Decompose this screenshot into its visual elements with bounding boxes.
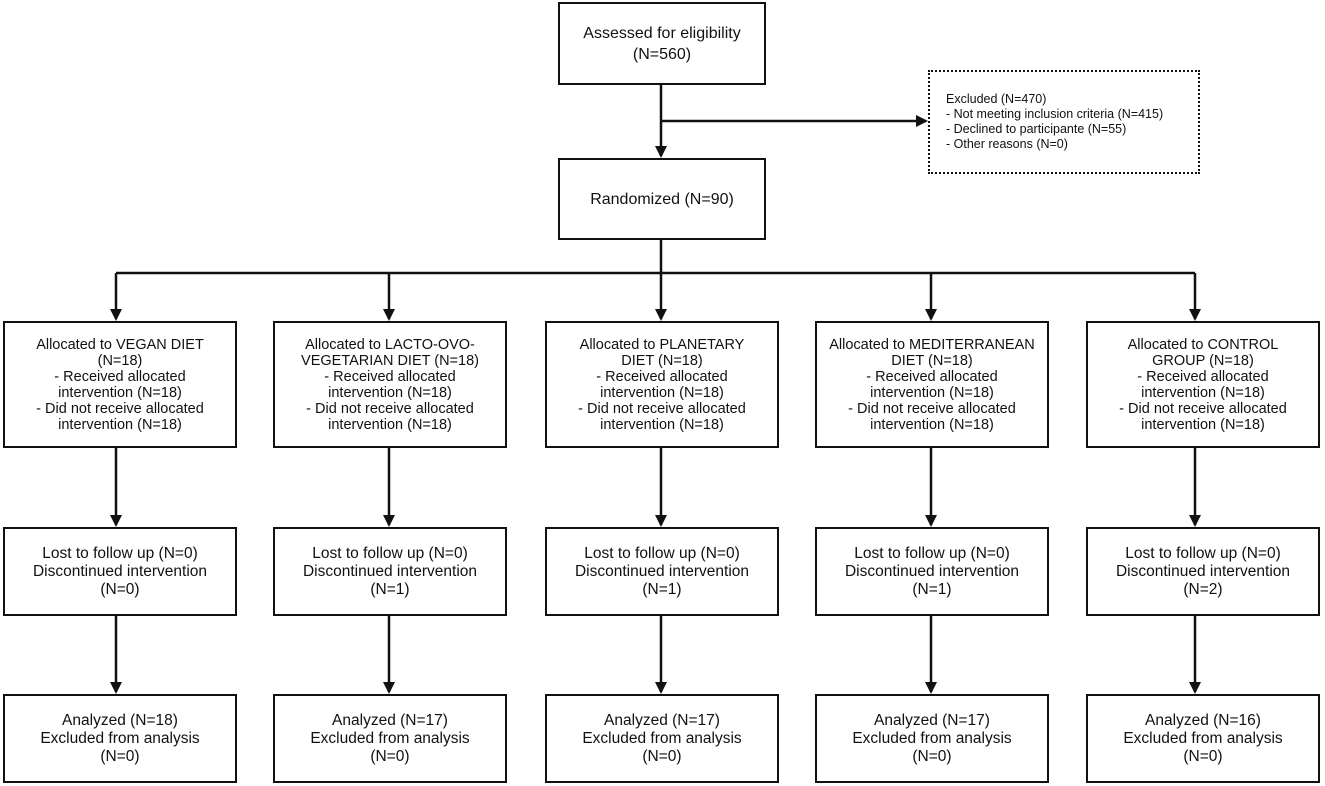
allocation-line: Allocated to MEDITERRANEAN <box>829 336 1035 353</box>
followup-discontinued-count: (N=1) <box>642 580 682 598</box>
allocation-line: - Received allocated <box>54 368 186 385</box>
followup-discontinued-count: (N=1) <box>370 580 410 598</box>
analysis-excluded: Excluded from analysis <box>1123 729 1283 747</box>
allocation-line: GROUP (N=18) <box>1152 352 1254 369</box>
allocation-box-lacto-ovo-vegetarian: Allocated to LACTO-OVO- VEGETARIAN DIET … <box>273 321 507 448</box>
analysis-box-vegan: Analyzed (N=18) Excluded from analysis (… <box>3 694 237 783</box>
allocation-line: intervention (N=18) <box>600 416 724 433</box>
analysis-box-control: Analyzed (N=16) Excluded from analysis (… <box>1086 694 1320 783</box>
allocation-line: - Received allocated <box>1137 368 1269 385</box>
eligibility-count: (N=560) <box>632 45 692 63</box>
followup-lost: Lost to follow up (N=0) <box>584 544 740 562</box>
allocation-line: - Did not receive allocated <box>36 400 204 417</box>
followup-box-planetary: Lost to follow up (N=0) Discontinued int… <box>545 527 779 616</box>
followup-discontinued: Discontinued intervention <box>1115 562 1291 580</box>
analysis-excluded-count: (N=0) <box>1183 747 1223 765</box>
allocation-line: DIET (N=18) <box>621 352 703 369</box>
analysis-excluded: Excluded from analysis <box>310 729 470 747</box>
followup-box-mediterranean: Lost to follow up (N=0) Discontinued int… <box>815 527 1049 616</box>
analysis-excluded-count: (N=0) <box>100 747 140 765</box>
allocation-line: intervention (N=18) <box>58 384 182 401</box>
allocation-line: intervention (N=18) <box>328 416 452 433</box>
allocation-line: - Did not receive allocated <box>578 400 746 417</box>
excluded-reason-other: - Other reasons (N=0) <box>946 137 1068 151</box>
randomized-label: Randomized (N=90) <box>590 190 734 208</box>
allocation-line: intervention (N=18) <box>1141 416 1265 433</box>
allocation-line: intervention (N=18) <box>600 384 724 401</box>
followup-box-control: Lost to follow up (N=0) Discontinued int… <box>1086 527 1320 616</box>
allocation-line: intervention (N=18) <box>870 416 994 433</box>
analysis-box-lacto-ovo-vegetarian: Analyzed (N=17) Excluded from analysis (… <box>273 694 507 783</box>
excluded-total: Excluded (N=470) <box>946 92 1047 106</box>
analysis-box-mediterranean: Analyzed (N=17) Excluded from analysis (… <box>815 694 1049 783</box>
followup-box-lacto-ovo-vegetarian: Lost to follow up (N=0) Discontinued int… <box>273 527 507 616</box>
allocation-line: (N=18) <box>97 352 143 369</box>
followup-discontinued: Discontinued intervention <box>32 562 208 580</box>
allocation-box-planetary: Allocated to PLANETARY DIET (N=18) - Rec… <box>545 321 779 448</box>
eligibility-label: Assessed for eligibility <box>583 24 741 42</box>
followup-discontinued-count: (N=0) <box>100 580 140 598</box>
followup-discontinued: Discontinued intervention <box>302 562 478 580</box>
analysis-excluded: Excluded from analysis <box>582 729 742 747</box>
analysis-analyzed: Analyzed (N=17) <box>874 711 990 729</box>
analysis-excluded-count: (N=0) <box>642 747 682 765</box>
allocation-line: - Did not receive allocated <box>848 400 1016 417</box>
followup-lost: Lost to follow up (N=0) <box>312 544 468 562</box>
allocation-line: Allocated to CONTROL <box>1127 336 1279 353</box>
followup-discontinued-count: (N=1) <box>912 580 952 598</box>
analysis-excluded: Excluded from analysis <box>40 729 200 747</box>
excluded-reason-criteria: - Not meeting inclusion criteria (N=415) <box>946 107 1164 121</box>
analysis-analyzed: Analyzed (N=18) <box>62 711 178 729</box>
eligibility-box: Assessed for eligibility (N=560) <box>558 2 766 85</box>
allocation-line: - Did not receive allocated <box>306 400 474 417</box>
allocation-line: intervention (N=18) <box>870 384 994 401</box>
allocation-box-mediterranean: Allocated to MEDITERRANEAN DIET (N=18) -… <box>815 321 1049 448</box>
analysis-excluded: Excluded from analysis <box>852 729 1012 747</box>
excluded-box: Excluded (N=470) - Not meeting inclusion… <box>928 70 1200 174</box>
analysis-analyzed: Analyzed (N=17) <box>332 711 448 729</box>
allocation-line: VEGETARIAN DIET (N=18) <box>301 352 479 369</box>
allocation-line: intervention (N=18) <box>1141 384 1265 401</box>
followup-lost: Lost to follow up (N=0) <box>1125 544 1281 562</box>
allocation-box-vegan: Allocated to VEGAN DIET (N=18) - Receive… <box>3 321 237 448</box>
followup-lost: Lost to follow up (N=0) <box>854 544 1010 562</box>
followup-discontinued: Discontinued intervention <box>574 562 750 580</box>
allocation-line: Allocated to LACTO-OVO- <box>305 336 475 353</box>
allocation-line: - Received allocated <box>324 368 456 385</box>
analysis-excluded-count: (N=0) <box>912 747 952 765</box>
excluded-reason-declined: - Declined to participante (N=55) <box>946 122 1127 136</box>
allocation-line: - Did not receive allocated <box>1119 400 1287 417</box>
analysis-analyzed: Analyzed (N=17) <box>604 711 720 729</box>
randomized-box: Randomized (N=90) <box>558 158 766 240</box>
followup-box-vegan: Lost to follow up (N=0) Discontinued int… <box>3 527 237 616</box>
allocation-line: intervention (N=18) <box>328 384 452 401</box>
allocation-line: - Received allocated <box>866 368 998 385</box>
allocation-line: intervention (N=18) <box>58 416 182 433</box>
allocation-box-control: Allocated to CONTROL GROUP (N=18) - Rece… <box>1086 321 1320 448</box>
followup-discontinued-count: (N=2) <box>1183 580 1223 598</box>
analysis-box-planetary: Analyzed (N=17) Excluded from analysis (… <box>545 694 779 783</box>
followup-discontinued: Discontinued intervention <box>844 562 1020 580</box>
analysis-analyzed: Analyzed (N=16) <box>1145 711 1261 729</box>
allocation-line: Allocated to VEGAN DIET <box>36 336 204 353</box>
allocation-line: Allocated to PLANETARY <box>579 336 745 353</box>
allocation-line: DIET (N=18) <box>891 352 973 369</box>
followup-lost: Lost to follow up (N=0) <box>42 544 198 562</box>
allocation-line: - Received allocated <box>596 368 728 385</box>
analysis-excluded-count: (N=0) <box>370 747 410 765</box>
